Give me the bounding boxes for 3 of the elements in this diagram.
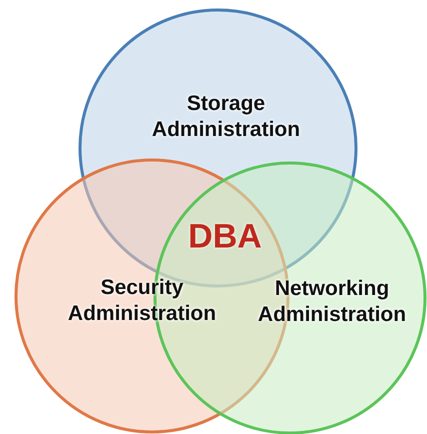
center-label: DBA [188, 218, 262, 256]
circle-label: Networking Administration [256, 276, 408, 328]
circle-label: Storage Administration [150, 91, 302, 144]
